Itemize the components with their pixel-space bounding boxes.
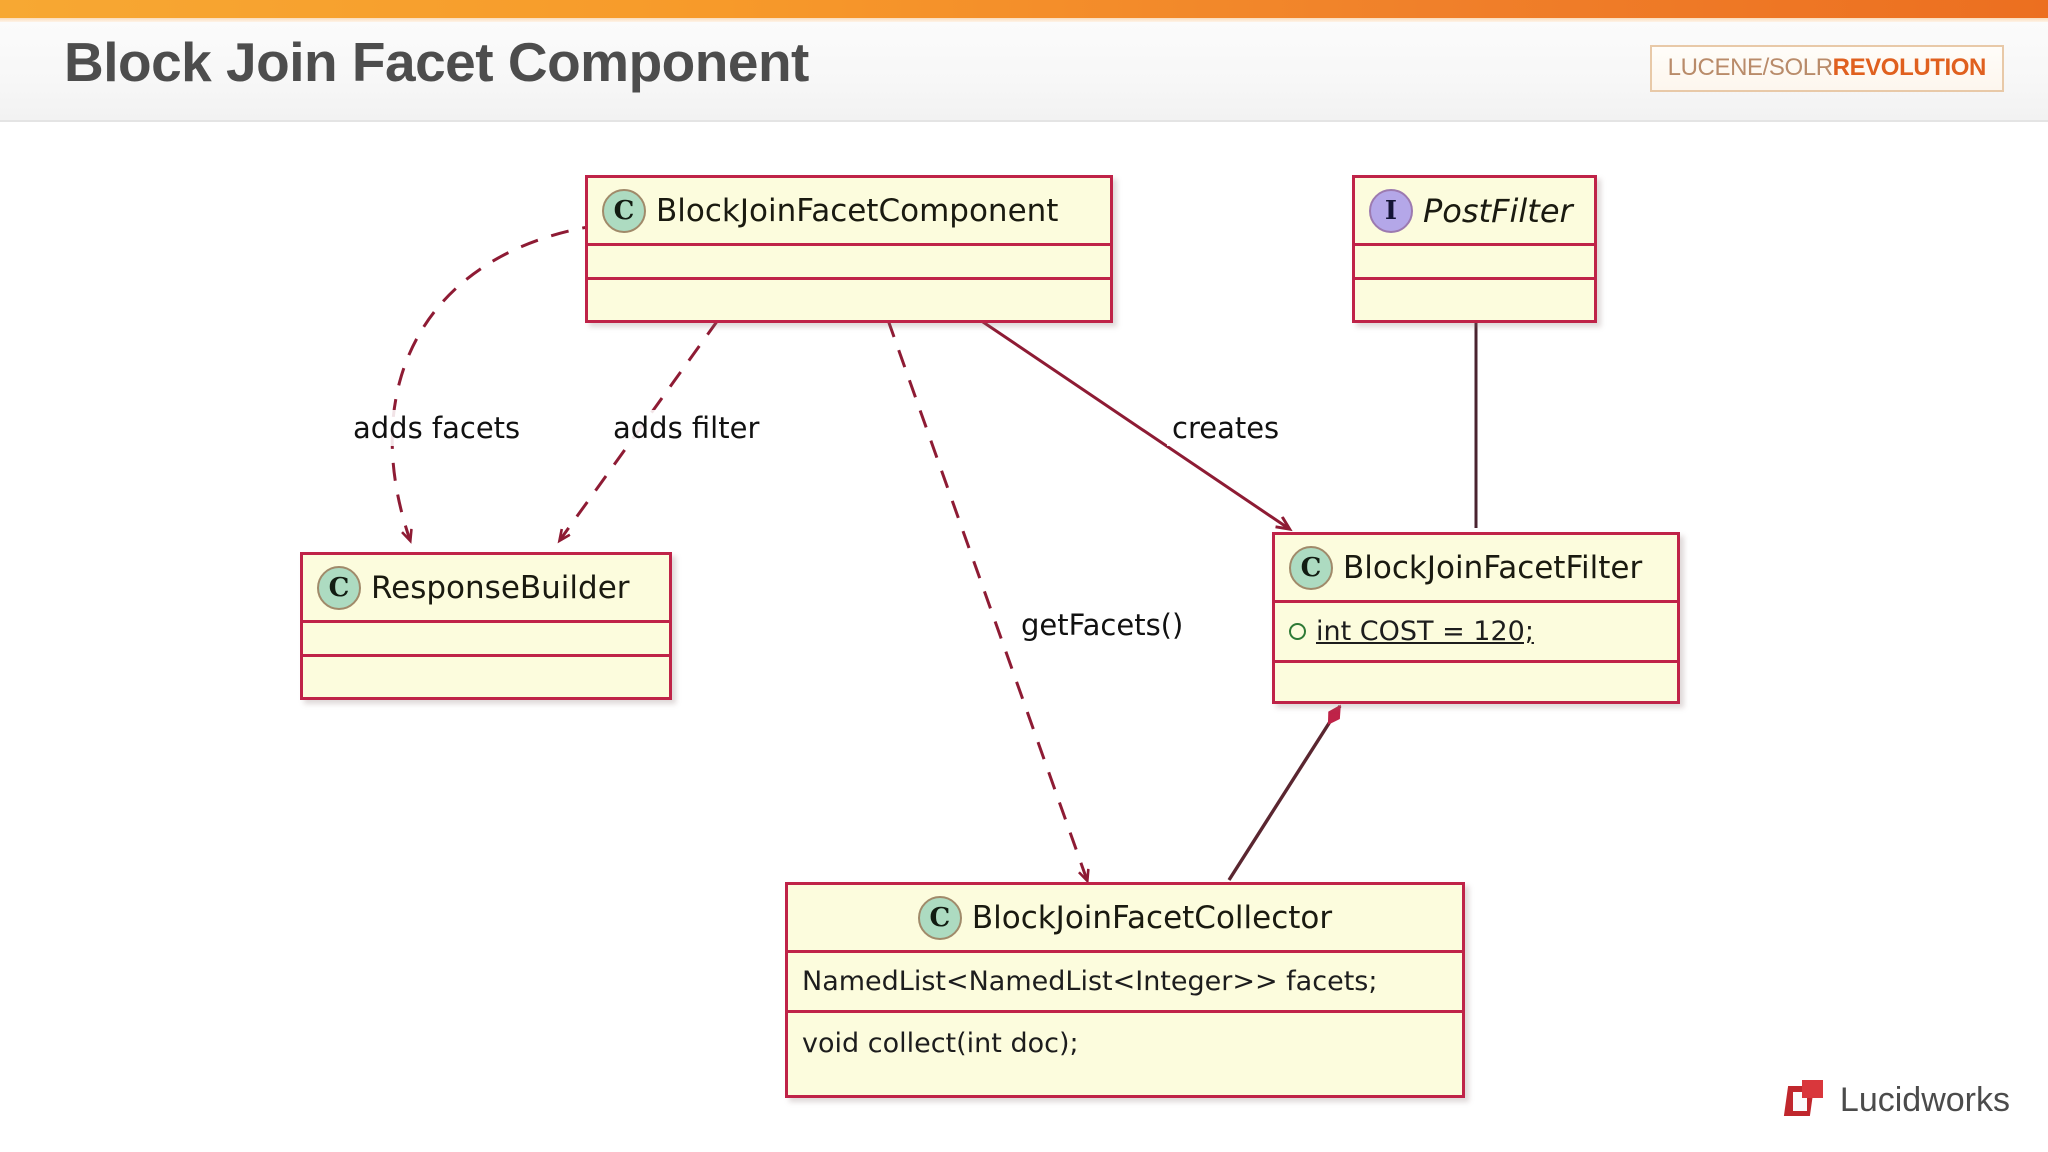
uml-title-row: C BlockJoinFacetFilter: [1275, 535, 1677, 603]
badge-suffix: REVOLUTION: [1832, 54, 1987, 81]
uml-class-name: BlockJoinFacetFilter: [1343, 549, 1643, 586]
uml-class-name: ResponseBuilder: [371, 569, 630, 606]
uml-class-blockjoinfacetcollector[interactable]: C BlockJoinFacetCollector NamedList<Name…: [785, 882, 1465, 1098]
uml-attributes-compartment: [588, 246, 1110, 280]
public-visibility-icon: [1289, 623, 1306, 640]
uml-method-collect: void collect(int doc);: [802, 1027, 1079, 1059]
uml-interface-postfilter[interactable]: I PostFilter: [1352, 175, 1597, 323]
class-c-icon: C: [1289, 545, 1333, 590]
uml-title-row: C BlockJoinFacetCollector: [788, 885, 1462, 953]
uml-class-blockjoinfacetcomponent[interactable]: C BlockJoinFacetComponent: [585, 175, 1113, 323]
edge-creates: [979, 318, 1288, 528]
lucidworks-mark-icon: [1783, 1080, 1826, 1120]
uml-interface-name: PostFilter: [1423, 191, 1573, 230]
uml-methods-compartment: void collect(int doc);: [788, 1013, 1462, 1073]
uml-class-responsebuilder[interactable]: C ResponseBuilder: [300, 552, 672, 700]
edge-adds-facets: [390, 223, 601, 540]
interface-i-icon: I: [1369, 188, 1413, 233]
uml-attributes-compartment: [1355, 246, 1594, 280]
edge-label-adds-filter: adds filter: [608, 410, 765, 446]
lucidworks-logo: Lucidworks: [1783, 1080, 2010, 1120]
uml-methods-compartment: [1355, 280, 1594, 314]
edge-collector-composition: [1227, 706, 1342, 881]
top-accent-bar: [0, 0, 2048, 18]
badge-prefix: LUCENE/SOLR: [1667, 54, 1833, 81]
uml-edge-layer: [390, 223, 2048, 1152]
uml-title-row: C BlockJoinFacetComponent: [588, 178, 1110, 246]
uml-attributes-compartment: [303, 623, 669, 657]
uml-class-name: BlockJoinFacetCollector: [971, 899, 1333, 936]
uml-class-blockjoinfacetfilter[interactable]: C BlockJoinFacetFilter int COST = 120;: [1272, 532, 1680, 704]
uml-methods-compartment: [1275, 663, 1677, 697]
uml-diagram-canvas: adds facets adds filter creates getFacet…: [0, 120, 2048, 1152]
page-title: Block Join Facet Component: [64, 31, 809, 93]
uml-methods-compartment: [303, 657, 669, 691]
uml-title-row: C ResponseBuilder: [303, 555, 669, 623]
header-divider: [0, 120, 2048, 122]
lucene-solr-revolution-badge: LUCENE/SOLRREVOLUTION: [1649, 45, 2004, 92]
edge-label-adds-facets: adds facets: [348, 410, 526, 446]
edge-get-facets: [886, 319, 1087, 880]
uml-title-row: I PostFilter: [1355, 178, 1594, 246]
top-accent-glow: [0, 18, 2048, 24]
class-c-icon: C: [917, 895, 962, 940]
edge-label-get-facets: getFacets(): [1016, 607, 1189, 643]
uml-attribute-facets: NamedList<NamedList<Integer>> facets;: [802, 966, 1378, 997]
uml-attribute-cost: int COST = 120;: [1316, 616, 1534, 647]
class-c-icon: C: [602, 188, 646, 233]
lucidworks-wordmark: Lucidworks: [1839, 1080, 2010, 1119]
uml-methods-compartment: [588, 280, 1110, 314]
uml-attributes-compartment: NamedList<NamedList<Integer>> facets;: [788, 953, 1462, 1013]
uml-attributes-compartment: int COST = 120;: [1275, 603, 1677, 663]
class-c-icon: C: [317, 565, 361, 610]
uml-class-name: BlockJoinFacetComponent: [656, 192, 1059, 229]
edge-label-creates: creates: [1167, 410, 1285, 446]
